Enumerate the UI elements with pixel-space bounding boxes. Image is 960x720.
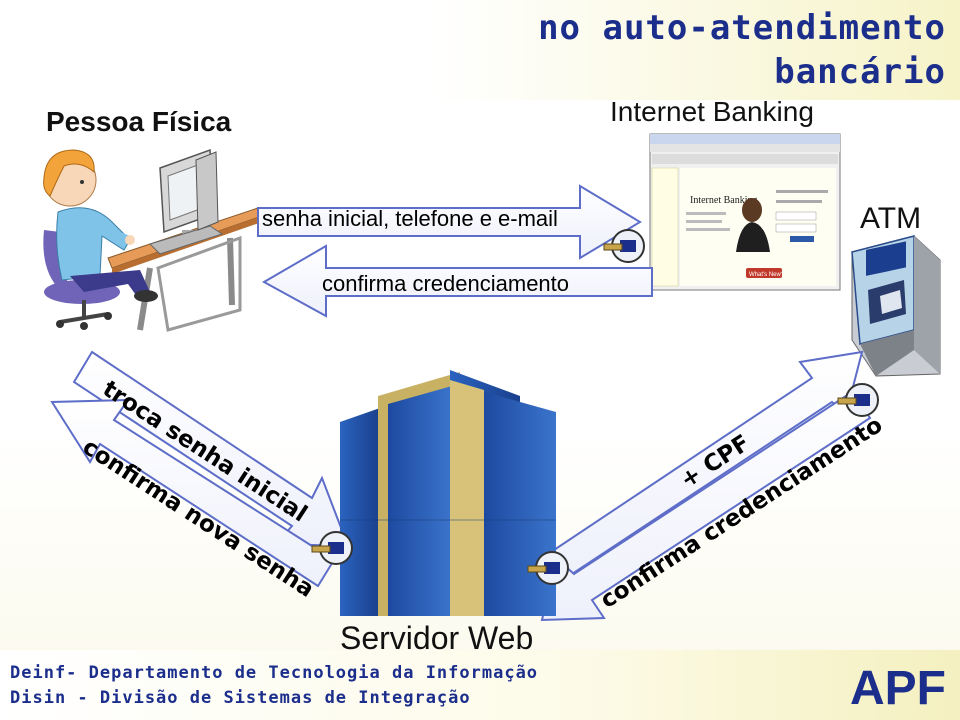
footer-band	[0, 650, 960, 720]
footer-line-1: Deinf- Departamento de Tecnologia da Inf…	[10, 663, 539, 683]
security-key-icon-2	[837, 383, 879, 417]
label-pessoa-fisica: Pessoa Física	[46, 106, 232, 137]
title-line-2: bancário	[774, 52, 946, 92]
title-band	[0, 0, 960, 100]
security-key-icon-1	[603, 229, 645, 263]
atm-machine-icon	[851, 235, 941, 377]
label-atm: ATM	[860, 202, 922, 235]
person-at-computer-icon	[43, 148, 263, 332]
security-key-icon-3	[311, 531, 353, 565]
internet-banking-screenshot: Internet Banking What's New?	[649, 133, 841, 291]
arrow-label-confirma-credenciamento-top: confirma credenciamento	[322, 271, 570, 296]
arrow-right-top	[257, 184, 642, 260]
security-key-icon-4	[527, 551, 569, 585]
apf-logo: APF	[850, 662, 946, 715]
arrow-right-diagonal-up	[546, 350, 864, 580]
arrow-right-diagonal-down	[540, 390, 872, 622]
footer-line-2: Disin - Divisão de Sistemas de Integraçã…	[10, 688, 471, 708]
arrow-left-diagonal-up	[50, 398, 336, 588]
screenshot-heading: Internet Banking	[690, 195, 757, 206]
arrow-left-top	[261, 244, 653, 318]
title-line-1: no auto-atendimento	[538, 8, 946, 48]
screenshot-button: What's New?	[749, 272, 785, 278]
label-internet-banking: Internet Banking	[610, 96, 814, 127]
arrow-label-senha-inicial: senha inicial, telefone e e-mail	[262, 206, 558, 231]
server-building-icon	[340, 370, 556, 616]
